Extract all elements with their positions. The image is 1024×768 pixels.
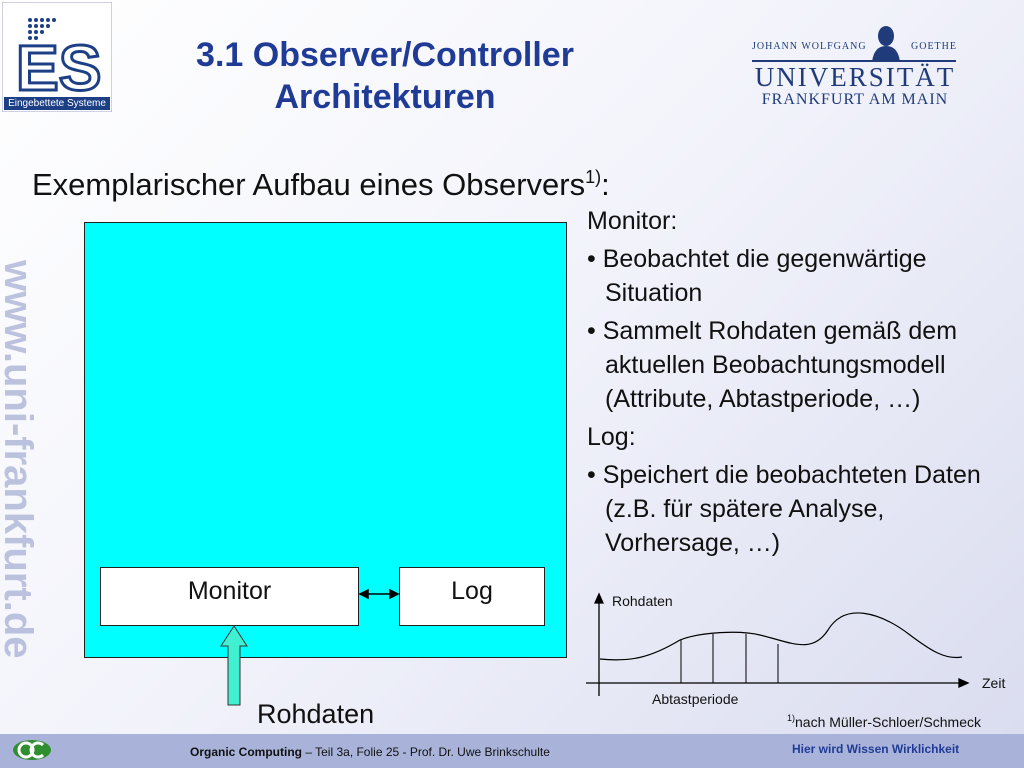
subtitle-text: Exemplarischer Aufbau eines Observers bbox=[32, 167, 586, 202]
footnote-mark: 1) bbox=[787, 713, 796, 723]
subtitle-colon: : bbox=[601, 167, 610, 202]
goethe-portrait-icon bbox=[872, 26, 900, 62]
graph-y-axis-label: Rohdaten bbox=[612, 593, 673, 609]
oc-logo-icon bbox=[13, 740, 51, 760]
graph-x-axis-label: Zeit bbox=[982, 675, 1006, 691]
monitor-bullet-2: • Sammelt Rohdaten gemäß dem aktuellen B… bbox=[587, 317, 958, 413]
university-name: UNIVERSITÄT bbox=[754, 62, 956, 92]
slide-title-line1: 3.1 Observer/Controller bbox=[196, 36, 574, 74]
signal-graph bbox=[586, 592, 970, 696]
es-logo-caption: Eingebettete Systeme bbox=[4, 97, 110, 110]
university-city: FRANKFURT AM MAIN bbox=[761, 91, 949, 108]
footer-bar bbox=[0, 734, 1024, 768]
slide-subtitle: Exemplarischer Aufbau eines Observers1): bbox=[32, 157, 610, 205]
es-logo: ES bbox=[2, 2, 112, 112]
graph-sample-period-label: Abtastperiode bbox=[652, 691, 739, 707]
log-box: Log bbox=[399, 567, 545, 626]
slide-title: 3.1 Observer/Controller Architekturen bbox=[150, 34, 620, 118]
footnote-text: nach Müller-Schloer/Schmeck bbox=[795, 714, 981, 730]
footer-text: Organic Computing – Teil 3a, Folie 25 - … bbox=[190, 745, 550, 759]
footer-details: – Teil 3a, Folie 25 - Prof. Dr. Uwe Brin… bbox=[302, 745, 550, 759]
log-bullet-1: • Speichert die beobachteten Daten (z.B.… bbox=[587, 461, 981, 557]
footer-slogan: Hier wird Wissen Wirklichkeit bbox=[792, 742, 960, 756]
monitor-heading: Monitor: bbox=[587, 207, 678, 235]
university-rule bbox=[752, 60, 956, 62]
university-founder-surname: GOETHE bbox=[911, 41, 957, 52]
slide-title-line2: Architekturen bbox=[274, 78, 496, 116]
footnote: 1)nach Müller-Schloer/Schmeck bbox=[787, 713, 981, 730]
svg-text:ES: ES bbox=[16, 32, 101, 104]
rohdaten-label: Rohdaten bbox=[257, 699, 375, 729]
subtitle-footnote-mark: 1) bbox=[585, 167, 602, 187]
description-text: Monitor: • Beobachtet die gegenwärtige S… bbox=[587, 204, 1017, 564]
university-founder-name: JOHANN WOLFGANG bbox=[752, 41, 867, 52]
log-heading: Log: bbox=[587, 423, 636, 451]
monitor-bullet-1: • Beobachtet die gegenwärtige Situation bbox=[587, 245, 927, 307]
footer-course: Organic Computing bbox=[190, 745, 302, 759]
url-watermark: www.uni-frankfurt.de bbox=[0, 260, 40, 659]
monitor-box: Monitor bbox=[100, 567, 359, 626]
